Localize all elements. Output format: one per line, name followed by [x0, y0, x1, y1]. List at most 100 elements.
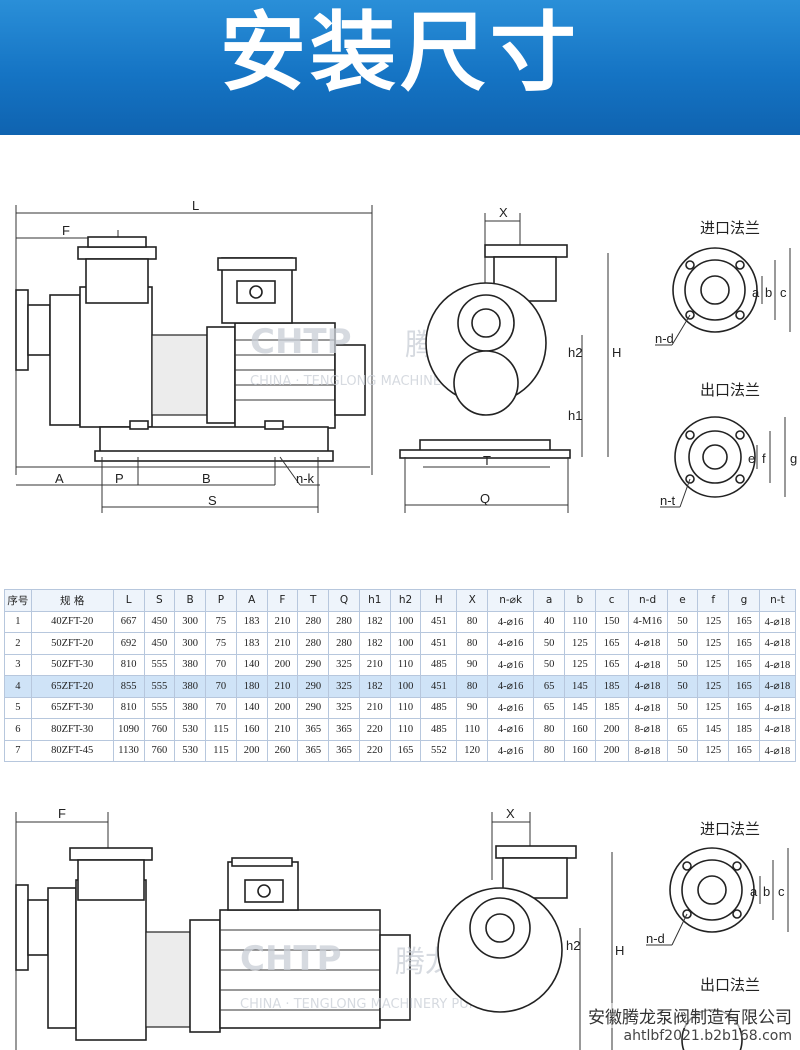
- table-header-cell: A: [235, 589, 268, 612]
- table-cell: 4-⌀18: [758, 675, 797, 698]
- table-cell: 280: [297, 610, 330, 633]
- table-cell: 145: [563, 696, 596, 719]
- table-cell: 65: [666, 718, 699, 741]
- table-cell: 110: [563, 610, 596, 633]
- table-cell: 50: [533, 632, 565, 655]
- table-cell: 380: [174, 696, 207, 719]
- table-cell: 182: [358, 632, 391, 655]
- table-cell: 75: [205, 610, 237, 633]
- table-cell: 1130: [112, 739, 145, 762]
- installation-drawing-bottom: F CHTP 腾龙 CHINA · TENGLONG MACHINERY PUM…: [0, 800, 800, 1050]
- table-cell: 160: [563, 718, 596, 741]
- table-cell: 165: [594, 653, 629, 676]
- table-cell: 50: [666, 675, 699, 698]
- table-cell: 185: [594, 675, 629, 698]
- table-cell: 4-⌀18: [758, 653, 797, 676]
- table-cell: 210: [358, 696, 391, 719]
- table-header-cell: X: [456, 589, 489, 612]
- table-cell: 365: [297, 739, 330, 762]
- table-cell: 180: [235, 675, 268, 698]
- table-cell: 760: [143, 739, 176, 762]
- table-cell: 4-⌀18: [627, 632, 668, 655]
- table-cell: 70: [205, 653, 237, 676]
- table-cell: 125: [563, 632, 596, 655]
- table-cell: 6: [4, 718, 32, 741]
- table-cell: 165: [728, 632, 760, 655]
- table-cell: 50: [666, 610, 699, 633]
- company-name: 安徽腾龙泵阀制造有限公司: [588, 1003, 792, 1028]
- table-cell: 165: [728, 653, 760, 676]
- table-header-cell: L: [112, 589, 145, 612]
- table-cell: 4: [4, 675, 32, 698]
- table-header-cell: f: [697, 589, 730, 612]
- table-cell: 2: [4, 632, 32, 655]
- dim-b-top: b: [765, 285, 772, 300]
- table-cell: 810: [112, 696, 145, 719]
- table-header-cell: H: [420, 589, 458, 612]
- table-cell: 325: [328, 653, 360, 676]
- table-cell: 40: [533, 610, 565, 633]
- table-header-cell: c: [594, 589, 629, 612]
- table-cell: 125: [697, 632, 730, 655]
- dim-S: S: [208, 493, 217, 508]
- table-cell: 183: [235, 610, 268, 633]
- dim-F-2: F: [58, 806, 66, 821]
- dim-H: H: [612, 345, 621, 360]
- table-cell: 185: [728, 718, 760, 741]
- table-header-cell: B: [174, 589, 207, 612]
- table-header-cell: n-t: [758, 589, 797, 612]
- table-cell: 450: [143, 632, 176, 655]
- table-header-cell: 序号: [4, 589, 32, 612]
- table-cell: 220: [358, 718, 391, 741]
- table-cell: 365: [297, 718, 330, 741]
- table-cell: 90: [456, 696, 489, 719]
- table-cell: 4-⌀18: [627, 653, 668, 676]
- table-cell: 380: [174, 653, 207, 676]
- dim-g: g: [790, 451, 797, 466]
- table-cell: 4-⌀18: [758, 739, 797, 762]
- table-cell: 110: [389, 718, 422, 741]
- table-cell: 552: [420, 739, 458, 762]
- table-cell: 4-⌀18: [758, 632, 797, 655]
- table-header-cell: a: [533, 589, 565, 612]
- dim-A: A: [55, 471, 64, 486]
- table-cell: 80: [533, 718, 565, 741]
- table-cell: 80: [456, 632, 489, 655]
- table-header-cell: T: [297, 589, 330, 612]
- dim-T: T: [483, 453, 491, 468]
- table-cell: 80ZFT-45: [30, 739, 114, 762]
- dim-B: B: [202, 471, 211, 486]
- table-cell: 260: [266, 739, 299, 762]
- table-header-cell: 规 格: [30, 589, 114, 612]
- dim-L: L: [192, 198, 199, 213]
- dim-h2-2: h2: [566, 938, 580, 953]
- inlet-flange-label-2: 进口法兰: [700, 820, 760, 838]
- table-cell: 4-M16: [627, 610, 668, 633]
- table-cell: 125: [697, 696, 730, 719]
- table-cell: 150: [594, 610, 629, 633]
- table-header-cell: h2: [389, 589, 422, 612]
- table-cell: 140: [235, 696, 268, 719]
- table-cell: 115: [205, 739, 237, 762]
- dim-f: f: [762, 451, 766, 466]
- table-cell: 280: [328, 610, 360, 633]
- table-cell: 450: [143, 610, 176, 633]
- outlet-flange-label: 出口法兰: [700, 381, 760, 399]
- table-cell: 4-⌀16: [487, 718, 535, 741]
- installation-drawing-top: L F CHTP 腾龙 CHINA · TENGLONG MACHINERY P…: [0, 195, 800, 525]
- table-cell: 290: [297, 675, 330, 698]
- table-cell: 200: [235, 739, 268, 762]
- table-cell: 100: [389, 610, 422, 633]
- table-cell: 290: [297, 653, 330, 676]
- dim-a-top: a: [752, 285, 760, 300]
- table-cell: 120: [456, 739, 489, 762]
- table-cell: 451: [420, 675, 458, 698]
- table-cell: 50: [533, 653, 565, 676]
- table-cell: 760: [143, 718, 176, 741]
- table-cell: 4-⌀18: [758, 696, 797, 719]
- table-cell: 125: [697, 653, 730, 676]
- watermark-en: CHINA · TENGLONG MACHINERY PUMP: [250, 374, 498, 389]
- table-cell: 50ZFT-30: [30, 653, 114, 676]
